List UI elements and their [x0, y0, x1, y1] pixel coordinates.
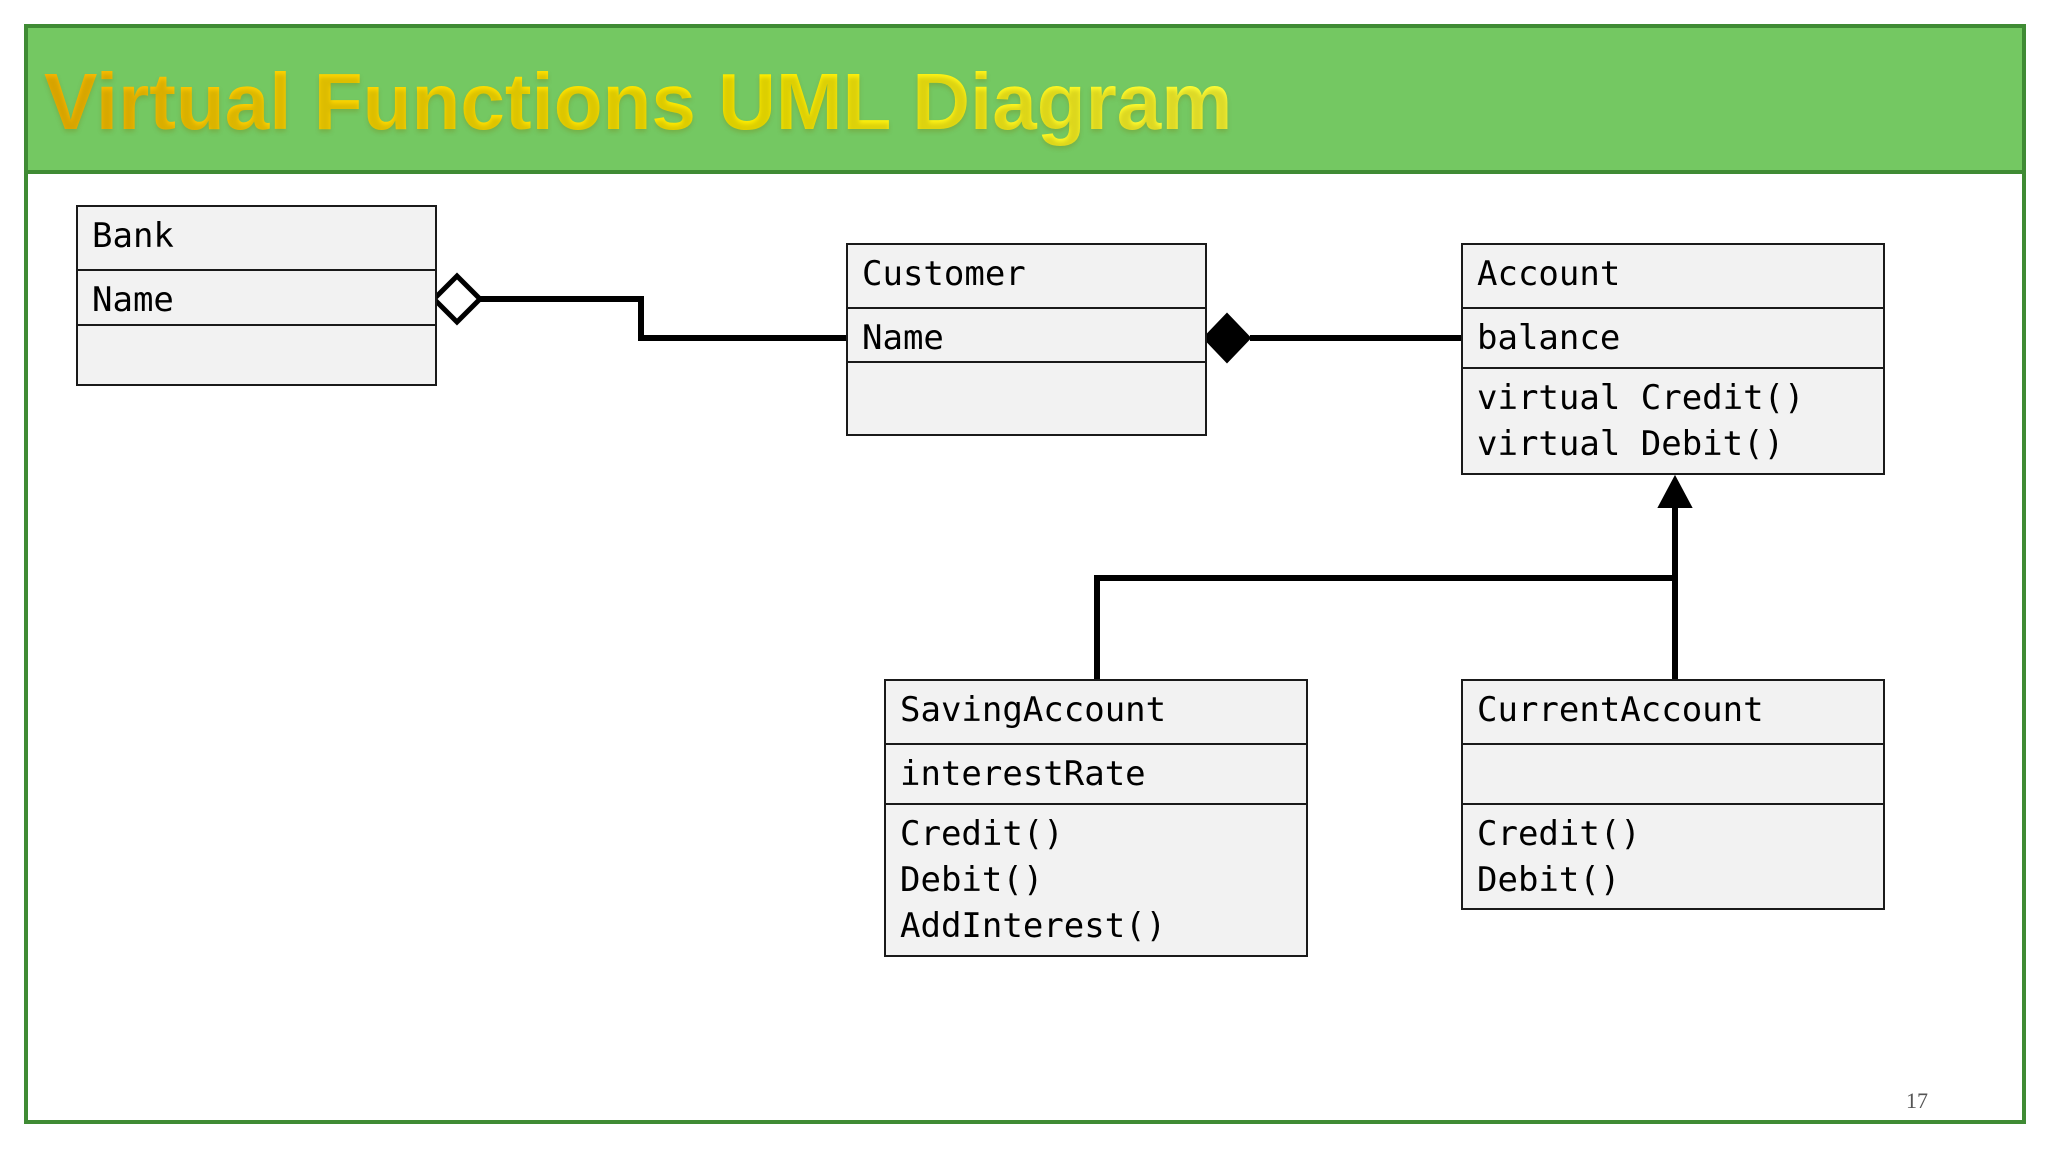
method: AddInterest() — [900, 906, 1167, 946]
methods-section: Credit() Debit() — [1463, 803, 1883, 908]
class-name-section: Bank — [78, 207, 435, 269]
attributes-section — [1463, 743, 1883, 803]
method: virtual Credit() — [1477, 378, 1805, 418]
method: Debit() — [1477, 860, 1621, 900]
class-name: Account — [1477, 254, 1621, 294]
attribute: balance — [1477, 318, 1621, 358]
class-current-account: CurrentAccount Credit() Debit() — [1461, 679, 1885, 910]
attribute: interestRate — [900, 754, 1146, 794]
composition-diamond — [1202, 312, 1252, 364]
class-bank: Bank Name — [76, 205, 437, 386]
methods-section — [848, 361, 1205, 434]
class-name-section: Customer — [848, 245, 1205, 307]
class-name: Bank — [92, 216, 174, 256]
methods-section: Credit() Debit() AddInterest() — [886, 803, 1306, 955]
method: Credit() — [1477, 814, 1641, 854]
page-number: 17 — [1906, 1088, 1928, 1113]
class-name: CurrentAccount — [1477, 690, 1764, 730]
aggregation-line — [480, 296, 848, 341]
class-saving-account: SavingAccount interestRate Credit() Debi… — [884, 679, 1308, 957]
class-name: Customer — [862, 254, 1026, 294]
class-name-section: CurrentAccount — [1463, 681, 1883, 743]
class-name-section: Account — [1463, 245, 1883, 307]
class-account: Account balance virtual Credit() virtual… — [1461, 243, 1885, 475]
title-bar: Virtual Functions UML Diagram — [28, 28, 2022, 174]
attribute: Name — [862, 318, 944, 358]
aggregation-diamond — [430, 272, 484, 326]
methods-section — [78, 324, 435, 384]
inheritance-arrowhead — [1657, 474, 1693, 508]
class-name: SavingAccount — [900, 690, 1167, 730]
method: Credit() — [900, 814, 1064, 854]
class-name-section: SavingAccount — [886, 681, 1306, 743]
attributes-section: Name — [848, 307, 1205, 361]
method: virtual Debit() — [1477, 424, 1785, 464]
method: Debit() — [900, 860, 1044, 900]
inheritance-line-saving — [1094, 575, 1675, 681]
slide-title: Virtual Functions UML Diagram — [44, 57, 1233, 146]
class-customer: Customer Name — [846, 243, 1207, 436]
methods-section: virtual Credit() virtual Debit() — [1463, 367, 1883, 473]
attributes-section: balance — [1463, 307, 1883, 367]
attributes-section: Name — [78, 269, 435, 324]
attribute: Name — [92, 280, 174, 320]
attributes-section: interestRate — [886, 743, 1306, 803]
